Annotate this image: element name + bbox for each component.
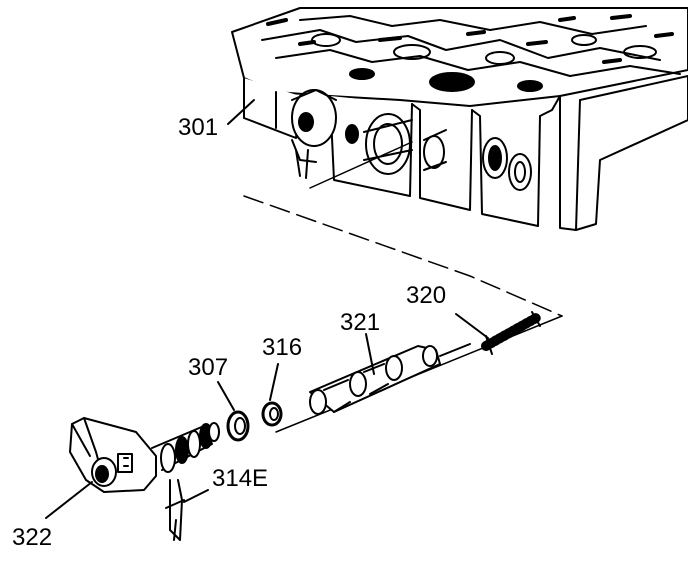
callout-321: 321	[340, 309, 381, 336]
leader-307	[217, 381, 235, 411]
leader-320	[455, 313, 489, 339]
callout-322: 322	[12, 524, 53, 551]
seal-316	[261, 401, 283, 427]
leader-321	[365, 333, 375, 375]
retainer-314e	[165, 479, 185, 541]
seal-307	[226, 410, 250, 442]
spring-320	[481, 311, 541, 355]
leader-301	[227, 99, 255, 125]
callout-307: 307	[188, 354, 229, 381]
callout-320: 320	[406, 282, 447, 309]
solenoid-322	[69, 417, 220, 493]
leader-322	[45, 481, 93, 519]
valve-321	[309, 343, 471, 415]
valve-body-301	[231, 7, 688, 231]
callout-301: 301	[178, 114, 219, 141]
leader-316	[269, 363, 279, 401]
callout-316: 316	[262, 334, 303, 361]
callout-314e: 314E	[212, 465, 269, 492]
dashed-alignment-line	[243, 195, 563, 317]
leader-314e	[183, 489, 209, 503]
